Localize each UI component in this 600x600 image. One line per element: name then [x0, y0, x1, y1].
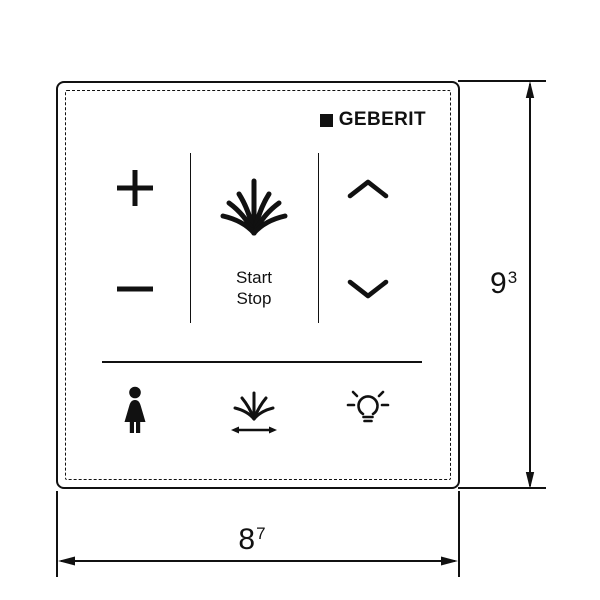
logo-text: GEBERIT: [338, 109, 426, 130]
height-value: 9: [490, 267, 507, 300]
extension-line-bottom-right-vert: [458, 491, 460, 577]
chevron-down-icon: [347, 279, 389, 299]
plus-icon: [117, 170, 153, 206]
brand-logo: GEBERIT: [319, 109, 426, 131]
start-stop-label: Start Stop: [204, 267, 304, 309]
extension-line-bottom-right: [458, 487, 546, 489]
extension-line-top-right: [458, 80, 546, 82]
column-divider-left: [189, 153, 192, 323]
light-icon: [346, 390, 390, 423]
start-label: Start: [236, 268, 272, 287]
minus-icon: [117, 286, 153, 292]
width-value: 8: [238, 523, 256, 556]
panel-separator-line: [102, 361, 422, 363]
spray-position-icon: [231, 391, 277, 434]
stop-label: Stop: [236, 289, 272, 308]
width-sup: 7: [256, 524, 266, 543]
height-dimension-label: 93: [490, 267, 518, 304]
width-dimension-label: 87: [224, 524, 280, 560]
lady-icon: [124, 386, 146, 433]
logo-square-icon: [319, 113, 333, 127]
column-divider-right: [317, 153, 320, 323]
extension-line-bottom-left-vert: [56, 491, 58, 577]
chevron-up-icon: [347, 179, 389, 199]
height-sup: 3: [507, 268, 518, 287]
panel-dashed-inset: [65, 90, 451, 480]
spray-icon: [220, 178, 288, 236]
control-panel-outline: GEBERIT: [56, 81, 460, 489]
dimension-line-width: [58, 556, 458, 566]
dimension-line-height: [525, 81, 535, 489]
